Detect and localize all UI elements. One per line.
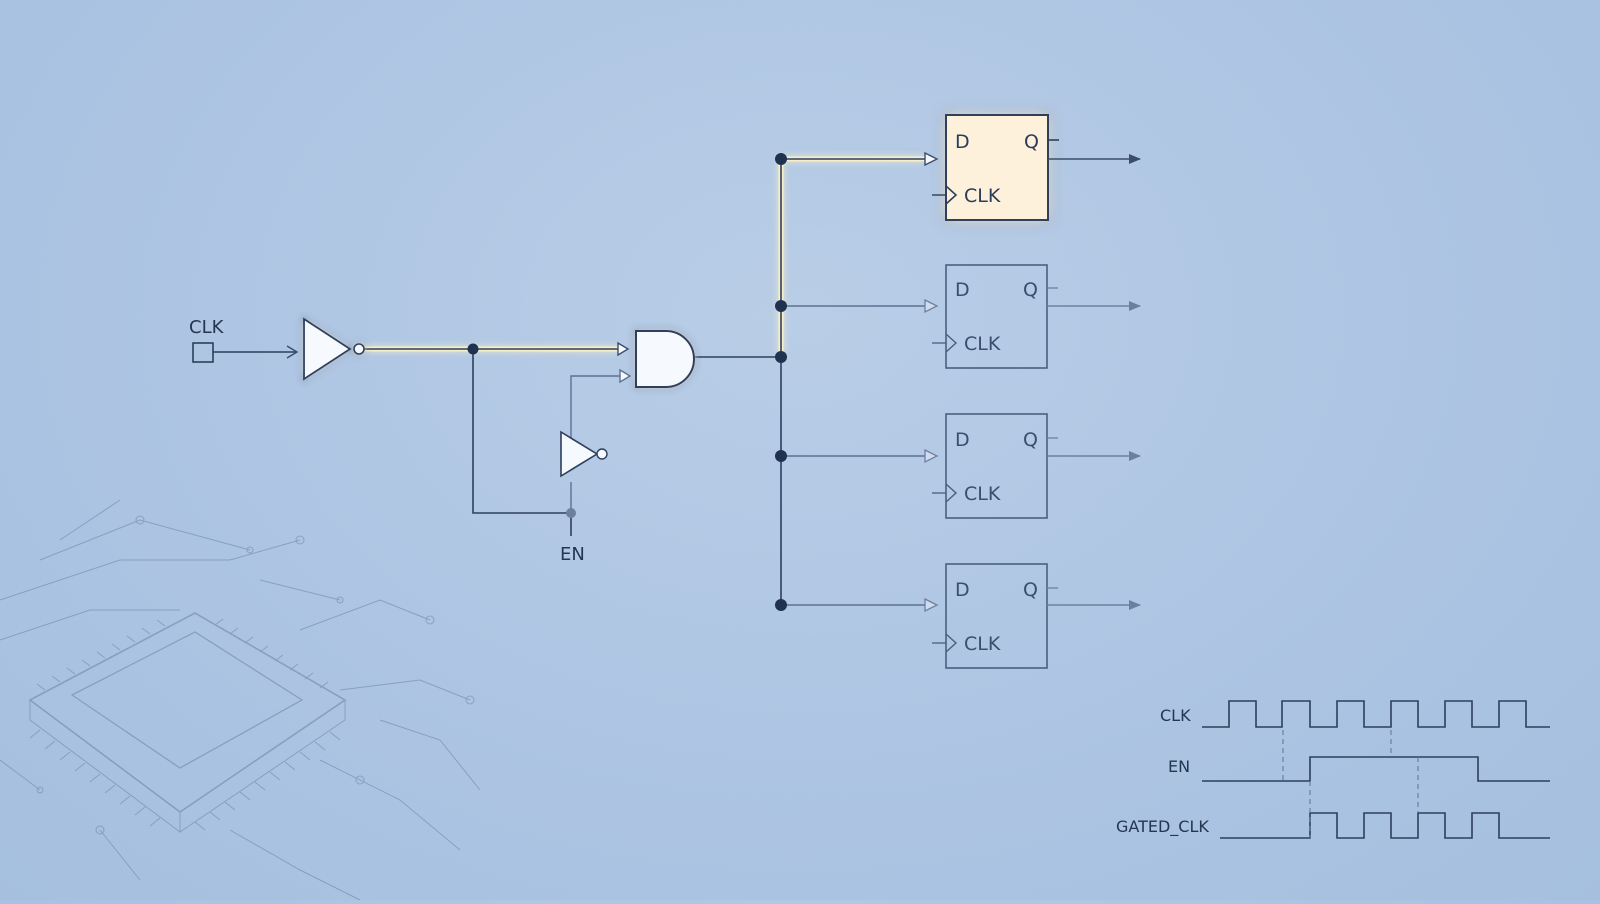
- en-input-label: EN: [560, 544, 585, 565]
- flip-flop-1: D Q CLK: [932, 114, 1141, 221]
- flip-flop-4: D Q CLK: [932, 563, 1141, 669]
- en-junction-dot: [566, 508, 576, 518]
- wave-clk: [1202, 700, 1550, 728]
- flip-flop-2: D Q CLK: [932, 264, 1141, 369]
- wire-inverter-to-and: [570, 375, 620, 440]
- wave-gated-label: GATED_CLK: [1116, 817, 1209, 837]
- timing-diagram: CLK EN GATED_CLK: [1116, 700, 1550, 839]
- junction-dots: [467, 153, 787, 611]
- clk-input-label: CLK: [189, 317, 225, 338]
- wave-clk-label: CLK: [1160, 706, 1191, 725]
- ff2-clk-label: CLK: [964, 333, 1001, 355]
- flip-flop-3: D Q CLK: [932, 413, 1141, 519]
- ff1-q-label: Q: [1024, 131, 1039, 153]
- ff1-clk-label: CLK: [964, 185, 1001, 207]
- enable-inverter-gate: [560, 430, 608, 478]
- ff2-d-label: D: [955, 279, 970, 301]
- ic-chip-sketch-icon: [0, 499, 481, 901]
- ff4-d-label: D: [955, 579, 970, 601]
- wave-en: [1202, 756, 1550, 782]
- wave-gated-clk: [1220, 812, 1550, 839]
- ff1-d-label: D: [955, 131, 970, 153]
- ff3-d-label: D: [955, 429, 970, 451]
- ff3-q-label: Q: [1023, 429, 1038, 451]
- active-clock-path: [357, 156, 925, 353]
- and-gate: [635, 330, 695, 388]
- ff4-q-label: Q: [1023, 579, 1038, 601]
- wire-feedback: [472, 349, 571, 514]
- ff3-clk-label: CLK: [964, 483, 1001, 505]
- clk-input-port: [192, 342, 214, 363]
- wires: [213, 158, 925, 605]
- ff4-clk-label: CLK: [964, 633, 1001, 655]
- clock-inverter-gate: [303, 317, 365, 381]
- wave-en-label: EN: [1168, 757, 1190, 776]
- ff2-q-label: Q: [1023, 279, 1038, 301]
